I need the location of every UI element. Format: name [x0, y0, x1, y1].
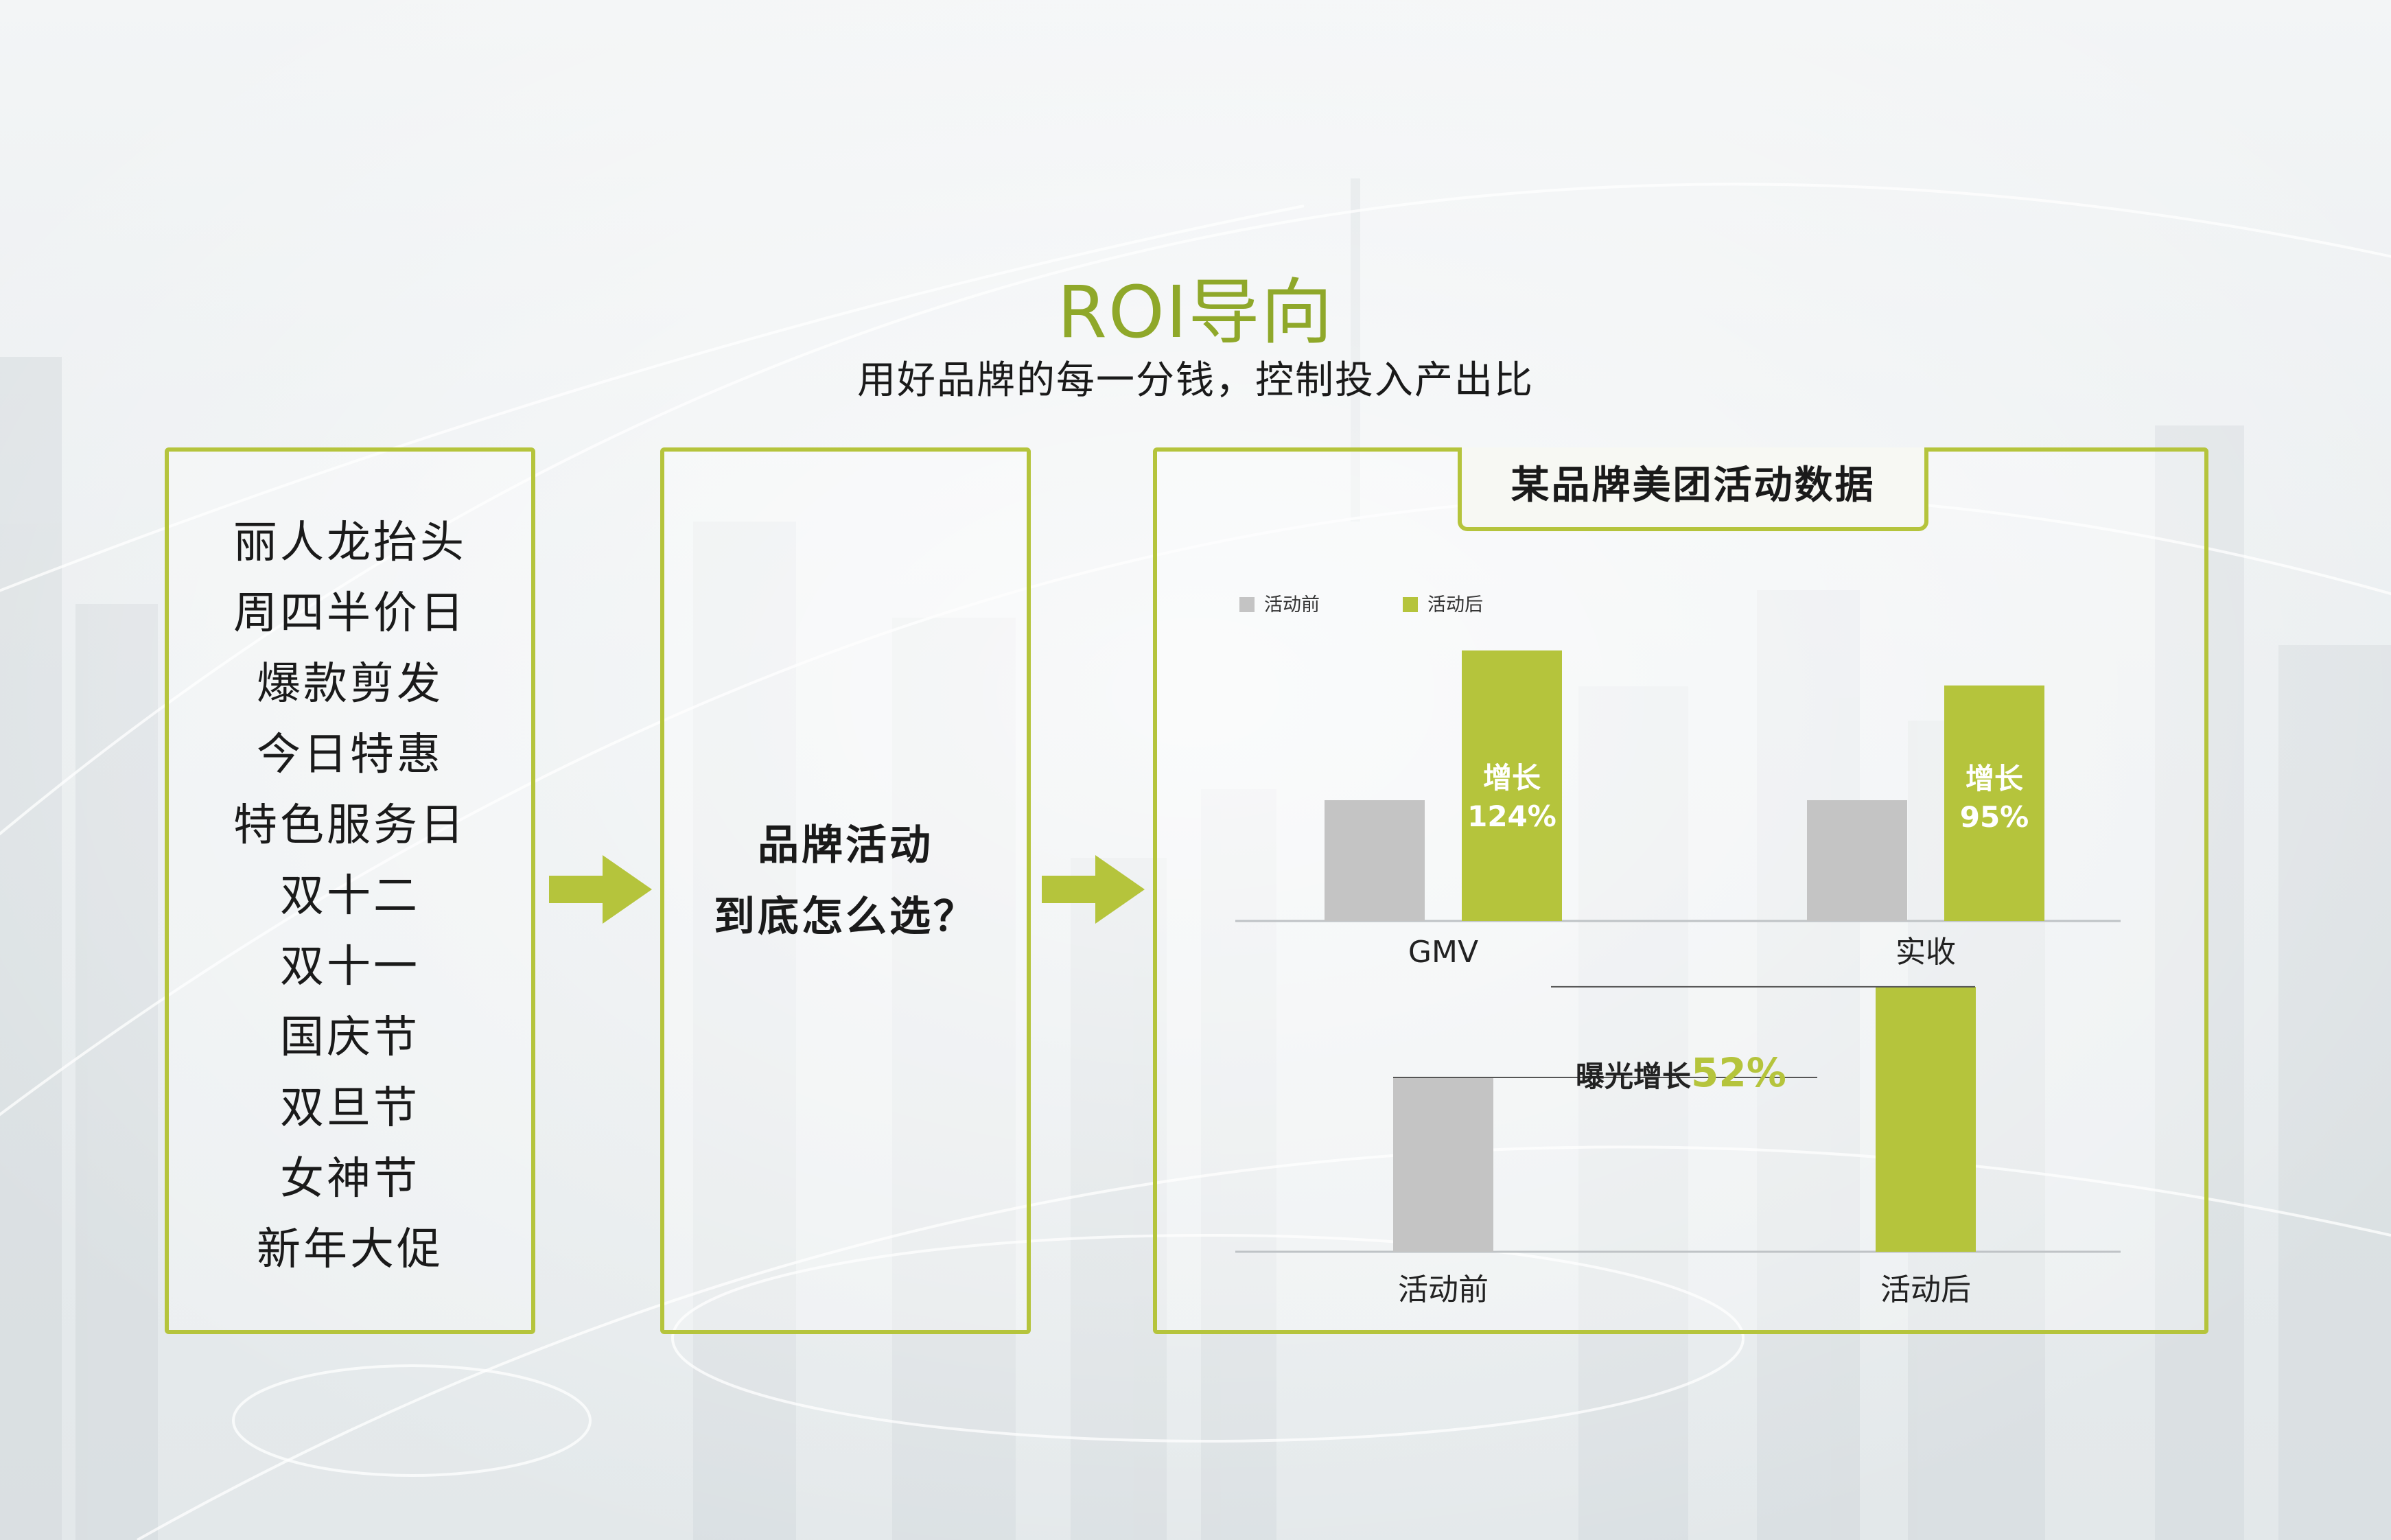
event-item: 新年大促 — [257, 1224, 443, 1275]
event-item: 特色服务日 — [233, 800, 467, 851]
bar-after-0 — [1462, 650, 1562, 921]
event-list: 丽人龙抬头 周四半价日 爆款剪发 今日特惠 特色服务日 双十二 双十一 国庆节 … — [169, 508, 531, 1285]
event-item: 双十二 — [280, 871, 420, 922]
x-tick-label-0: GMV — [1408, 935, 1478, 970]
legend-swatch-before — [1239, 597, 1255, 612]
exposure-annotation-prefix: 曝光增长 — [1576, 1060, 1691, 1093]
legend-label-before: 活动前 — [1264, 594, 1320, 616]
event-item: 双旦节 — [280, 1083, 420, 1134]
data-panel-tab-title: 某品牌美团活动数据 — [1458, 447, 1928, 531]
event-item: 丽人龙抬头 — [233, 517, 467, 568]
event-list-panel: 丽人龙抬头 周四半价日 爆款剪发 今日特惠 特色服务日 双十二 双十一 国庆节 … — [165, 447, 535, 1334]
legend-swatch-after — [1403, 597, 1418, 612]
exposure-x-label-0: 活动前 — [1398, 1272, 1489, 1307]
bar-annotation-title-1: 增长 — [1966, 762, 2023, 795]
x-tick-label-1: 实收 — [1896, 935, 1956, 970]
exposure-bar-1 — [1876, 986, 1976, 1252]
page-title: ROI导向 — [1057, 270, 1334, 354]
page-subtitle: 用好品牌的每一分钱，控制投入产出比 — [857, 358, 1534, 403]
event-item: 今日特惠 — [257, 730, 443, 780]
bar-annotation-value-1: 95% — [1960, 800, 2029, 834]
question-line-1: 品牌活动 — [758, 821, 933, 870]
question-panel: 品牌活动 到底怎么选？ — [660, 447, 1031, 1334]
event-item: 国庆节 — [280, 1012, 420, 1063]
event-item: 爆款剪发 — [257, 659, 443, 710]
arrow-right-icon — [549, 855, 652, 924]
exposure-bar-0 — [1393, 1077, 1493, 1252]
question-text: 品牌活动 到底怎么选？ — [664, 810, 1027, 953]
bar-annotation-value-0: 124% — [1467, 800, 1556, 833]
exposure-x-label-1: 活动后 — [1880, 1272, 1971, 1307]
legend-label-after: 活动后 — [1427, 594, 1483, 616]
question-line-2: 到底怎么选？ — [714, 893, 977, 941]
event-item: 女神节 — [280, 1154, 420, 1204]
bar-annotation-title-0: 增长 — [1483, 761, 1541, 795]
event-item: 周四半价日 — [233, 588, 467, 639]
bar-before-1 — [1807, 800, 1907, 921]
bar-before-0 — [1325, 800, 1425, 921]
event-item: 双十一 — [280, 942, 420, 992]
exposure-annotation-value: 52% — [1691, 1049, 1786, 1096]
arrow-right-icon — [1042, 855, 1145, 924]
exposure-annotation: 曝光增长52% — [1576, 1049, 1786, 1096]
bar-after-1 — [1944, 685, 2044, 921]
